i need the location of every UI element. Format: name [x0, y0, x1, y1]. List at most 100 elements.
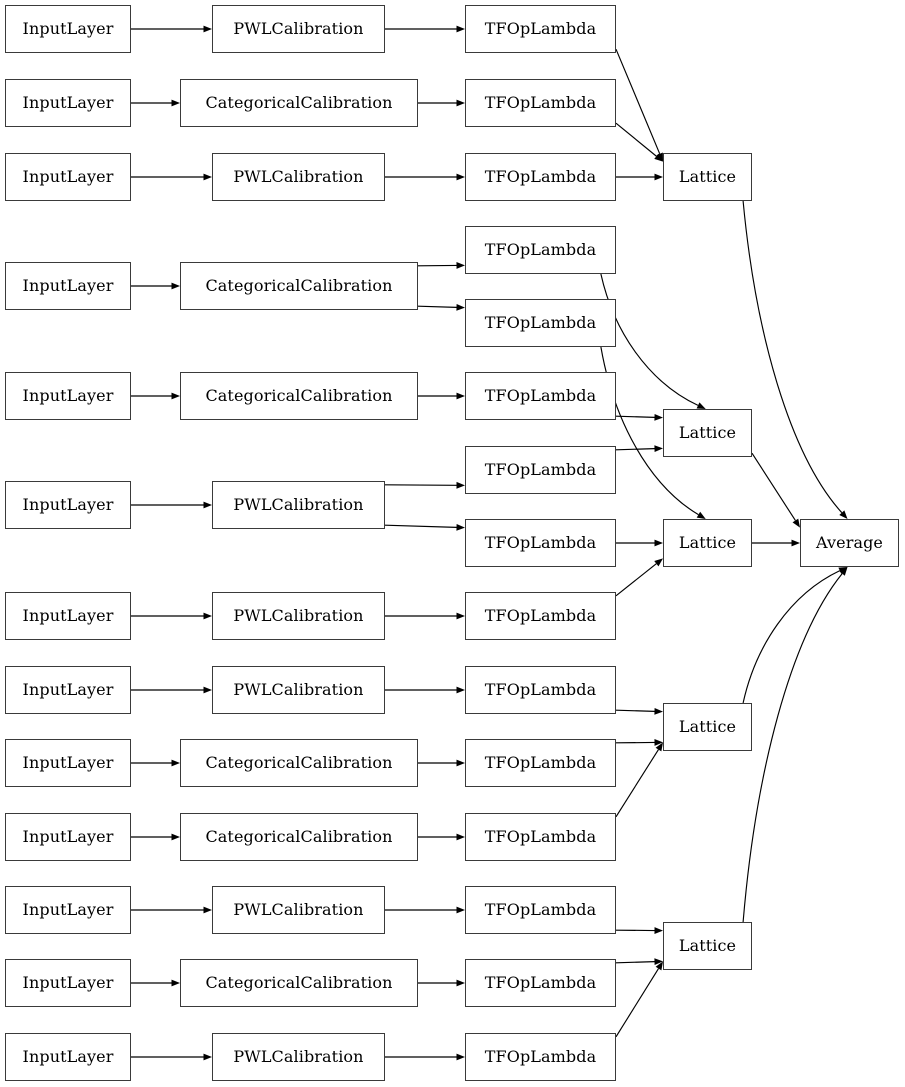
node-lattice-lat1[interactable]: Lattice: [663, 153, 752, 201]
node-label: Lattice: [678, 717, 737, 736]
node-label: Lattice: [678, 533, 737, 552]
arrowhead-in13-to-cal13: [203, 1053, 212, 1061]
node-pwl-calibration-cal1[interactable]: PWLCalibration: [212, 5, 385, 53]
arrowhead-cal5-to-op6: [456, 392, 465, 400]
node-categorical-calibration-cal2[interactable]: CategoricalCalibration: [180, 79, 418, 127]
node-tfoplambda-op10[interactable]: TFOpLambda: [465, 666, 616, 714]
arrowhead-op15-to-lat5: [655, 961, 663, 971]
node-label: CategoricalCalibration: [205, 753, 393, 772]
edge-cal4-to-op5: [417, 305, 457, 308]
node-categorical-calibration-cal5[interactable]: CategoricalCalibration: [180, 372, 418, 420]
node-label: PWLCalibration: [233, 495, 364, 514]
node-tfoplambda-op11[interactable]: TFOpLambda: [465, 739, 616, 787]
node-inputlayer-in9[interactable]: InputLayer: [5, 739, 131, 787]
node-label: Lattice: [678, 423, 737, 442]
node-pwl-calibration-cal6[interactable]: PWLCalibration: [212, 481, 385, 529]
node-label: InputLayer: [22, 680, 114, 699]
node-inputlayer-in1[interactable]: InputLayer: [5, 5, 131, 53]
node-inputlayer-in2[interactable]: InputLayer: [5, 79, 131, 127]
node-label: InputLayer: [22, 973, 114, 992]
node-label: Lattice: [678, 167, 737, 186]
node-lattice-lat4[interactable]: Lattice: [663, 703, 752, 751]
node-tfoplambda-op2[interactable]: TFOpLambda: [465, 79, 616, 127]
arrowhead-in2-to-cal2: [171, 99, 180, 107]
node-inputlayer-in6[interactable]: InputLayer: [5, 481, 131, 529]
arrowhead-cal8-to-op10: [456, 686, 465, 694]
arrowhead-cal4-to-op4: [456, 262, 465, 269]
arrowhead-in3-to-cal3: [203, 173, 212, 181]
node-label: CategoricalCalibration: [205, 973, 393, 992]
edge-op6-to-lat2: [615, 415, 655, 418]
node-tfoplambda-op14[interactable]: TFOpLambda: [465, 959, 616, 1007]
node-label: TFOpLambda: [484, 460, 597, 479]
node-categorical-calibration-cal10[interactable]: CategoricalCalibration: [180, 813, 418, 861]
node-tfoplambda-op7[interactable]: TFOpLambda: [465, 446, 616, 494]
arrowhead-op10-to-lat4: [654, 707, 663, 715]
node-inputlayer-in3[interactable]: InputLayer: [5, 153, 131, 201]
node-label: PWLCalibration: [233, 19, 364, 38]
edge-op2-to-lat1: [615, 122, 657, 157]
node-inputlayer-in5[interactable]: InputLayer: [5, 372, 131, 420]
arrowhead-op11-to-lat4: [654, 739, 663, 746]
node-tfoplambda-op15[interactable]: TFOpLambda: [465, 1033, 616, 1081]
node-tfoplambda-op1[interactable]: TFOpLambda: [465, 5, 616, 53]
node-inputlayer-in4[interactable]: InputLayer: [5, 262, 131, 310]
node-lattice-lat3[interactable]: Lattice: [663, 519, 752, 567]
node-tfoplambda-op8[interactable]: TFOpLambda: [465, 519, 616, 567]
node-label: PWLCalibration: [233, 680, 364, 699]
edge-op9-to-lat3: [615, 563, 657, 597]
node-label: TFOpLambda: [484, 680, 597, 699]
node-tfoplambda-op6[interactable]: TFOpLambda: [465, 372, 616, 420]
node-inputlayer-in12[interactable]: InputLayer: [5, 959, 131, 1007]
arrowhead-cal3-to-op3: [456, 173, 465, 181]
arrowhead-in7-to-cal7: [203, 612, 212, 620]
arrowhead-cal6-to-op7: [456, 481, 465, 489]
node-label: InputLayer: [22, 606, 114, 625]
node-label: InputLayer: [22, 167, 114, 186]
arrowhead-in4-to-cal4: [171, 282, 180, 290]
node-inputlayer-in10[interactable]: InputLayer: [5, 813, 131, 861]
arrowhead-op4-to-lat2: [696, 402, 706, 409]
edge-op14-to-lat5: [615, 961, 655, 964]
arrowhead-cal6-to-op8: [456, 523, 465, 531]
arrowhead-op3-to-lat1: [654, 173, 663, 181]
node-lattice-lat5[interactable]: Lattice: [663, 922, 752, 970]
arrowhead-op7-to-lat2: [654, 445, 663, 453]
node-pwl-calibration-cal8[interactable]: PWLCalibration: [212, 666, 385, 714]
node-label: InputLayer: [22, 19, 114, 38]
node-average-avg[interactable]: Average: [800, 519, 899, 567]
node-categorical-calibration-cal4[interactable]: CategoricalCalibration: [180, 262, 418, 310]
node-inputlayer-in7[interactable]: InputLayer: [5, 592, 131, 640]
edge-lat4-to-avg: [742, 570, 841, 704]
node-tfoplambda-op3[interactable]: TFOpLambda: [465, 153, 616, 201]
node-pwl-calibration-cal3[interactable]: PWLCalibration: [212, 153, 385, 201]
arrowhead-op6-to-lat2: [654, 413, 663, 421]
arrowhead-cal1-to-op1: [456, 25, 465, 33]
node-pwl-calibration-cal7[interactable]: PWLCalibration: [212, 592, 385, 640]
node-label: TFOpLambda: [484, 1047, 597, 1066]
arrowhead-in8-to-cal8: [203, 686, 212, 694]
node-tfoplambda-op4[interactable]: TFOpLambda: [465, 226, 616, 274]
arrowhead-op8-to-lat3: [654, 539, 663, 547]
node-lattice-lat2[interactable]: Lattice: [663, 409, 752, 457]
arrowhead-in9-to-cal9: [171, 759, 180, 767]
node-label: InputLayer: [22, 93, 114, 112]
node-pwl-calibration-cal13[interactable]: PWLCalibration: [212, 1033, 385, 1081]
node-inputlayer-in13[interactable]: InputLayer: [5, 1033, 131, 1081]
node-tfoplambda-op5[interactable]: TFOpLambda: [465, 299, 616, 347]
node-categorical-calibration-cal9[interactable]: CategoricalCalibration: [180, 739, 418, 787]
node-label: TFOpLambda: [484, 827, 597, 846]
node-inputlayer-in8[interactable]: InputLayer: [5, 666, 131, 714]
node-tfoplambda-op13[interactable]: TFOpLambda: [465, 886, 616, 934]
node-inputlayer-in11[interactable]: InputLayer: [5, 886, 131, 934]
arrowhead-cal4-to-op5: [456, 303, 465, 311]
node-tfoplambda-op12[interactable]: TFOpLambda: [465, 813, 616, 861]
node-pwl-calibration-cal11[interactable]: PWLCalibration: [212, 886, 385, 934]
node-categorical-calibration-cal12[interactable]: CategoricalCalibration: [180, 959, 418, 1007]
node-tfoplambda-op9[interactable]: TFOpLambda: [465, 592, 616, 640]
node-label: InputLayer: [22, 753, 114, 772]
edge-op10-to-lat4: [615, 709, 655, 712]
arrowhead-cal13-to-op15: [456, 1053, 465, 1061]
